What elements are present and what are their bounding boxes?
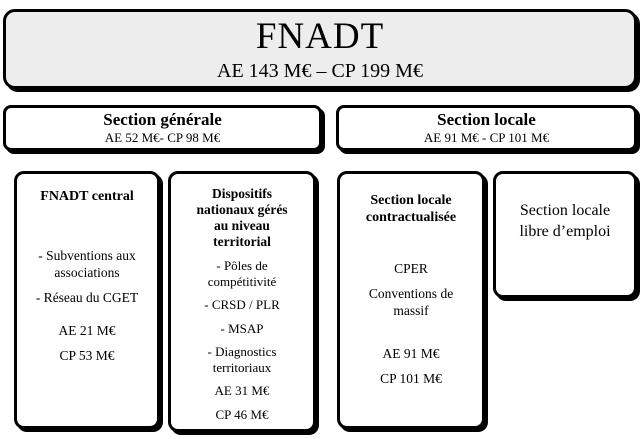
spacer (23, 281, 151, 289)
spacer (175, 313, 309, 321)
ae-amount: AE 31 M€ (214, 383, 270, 398)
card-title: Section locale libre d’emploi (504, 200, 626, 242)
card-section-locale-contractualisee: Section locale contractualisée CPER Conv… (337, 171, 485, 429)
list-item: - Subventions aux (38, 248, 136, 263)
cp-amount: CP 53 M€ (59, 348, 115, 363)
spacer (175, 289, 309, 297)
list-item: associations (54, 265, 120, 280)
spacer (346, 319, 476, 345)
card-title-line: Section locale (370, 193, 452, 208)
card-title-line: nationaux gérés (196, 202, 288, 217)
spacer (346, 226, 476, 252)
section-generale-amounts: AE 52 M€- CP 98 M€ (104, 130, 221, 145)
card-items: - Subventions aux associations - Réseau … (23, 247, 151, 306)
card-fnadt-central: FNADT central - Subventions aux associat… (14, 171, 160, 429)
card-title-line: libre d’emploi (519, 223, 611, 240)
card-title-line: territorial (213, 234, 271, 249)
spacer (23, 339, 151, 347)
list-item: compétitivité (207, 273, 277, 289)
page-title: FNADT (255, 15, 385, 57)
cp-amount: CP 101 M€ (380, 371, 442, 386)
card-amounts: AE 91 M€ CP 101 M€ (346, 345, 476, 387)
section-generale-title: Section générale (103, 110, 222, 129)
spacer (175, 250, 309, 258)
card-title: FNADT central (40, 189, 134, 204)
list-item: - Diagnostics (207, 344, 277, 359)
card-title: Section locale contractualisée (346, 192, 476, 226)
section-locale-amounts: AE 91 M€ - CP 101 M€ (423, 130, 550, 145)
section-generale-box: Section générale AE 52 M€- CP 98 M€ (3, 105, 322, 151)
card-items: - Pôles de compétitivité - CRSD / PLR - … (175, 258, 309, 375)
ae-amount: AE 21 M€ (58, 323, 116, 338)
list-item: - Pôles de (216, 258, 268, 273)
card-amounts: AE 21 M€ CP 53 M€ (23, 322, 151, 364)
spacer (23, 306, 151, 322)
header-amounts: AE 143 M€ – CP 199 M€ (217, 59, 423, 82)
card-amounts: AE 31 M€ CP 46 M€ (175, 383, 309, 422)
section-locale-box: Section locale AE 91 M€ - CP 101 M€ (336, 105, 637, 151)
spacer (346, 362, 476, 370)
card-section-locale-libre-emploi: Section locale libre d’emploi (493, 171, 637, 298)
list-item: territoriaux (212, 359, 272, 375)
spacer (23, 231, 151, 247)
list-item: Conventions de (368, 286, 454, 301)
spacer (346, 277, 476, 285)
list-item: - MSAP (220, 320, 264, 336)
card-title-line: Dispositifs (211, 186, 272, 201)
spacer (23, 205, 151, 231)
list-item: massif (393, 303, 429, 318)
card-items: CPER Conventions de massif (346, 260, 476, 319)
list-item: CPER (394, 261, 428, 276)
card-title-line: au niveau (214, 218, 270, 233)
card-dispositifs-nationaux: Dispositifs nationaux gérés au niveau te… (168, 171, 316, 432)
spacer (175, 399, 309, 407)
spacer (175, 336, 309, 344)
card-title: Dispositifs nationaux gérés au niveau te… (175, 186, 309, 250)
list-item: - Réseau du CGET (35, 290, 139, 305)
list-item: - CRSD / PLR (204, 297, 280, 312)
ae-amount: AE 91 M€ (382, 346, 440, 361)
card-title-line: Section locale (519, 202, 611, 219)
cp-amount: CP 46 M€ (215, 406, 269, 422)
spacer (175, 375, 309, 383)
spacer (346, 252, 476, 260)
card-title-line: contractualisée (365, 210, 457, 225)
header-box: FNADT AE 143 M€ – CP 199 M€ (3, 9, 637, 89)
section-locale-title: Section locale (437, 110, 536, 129)
